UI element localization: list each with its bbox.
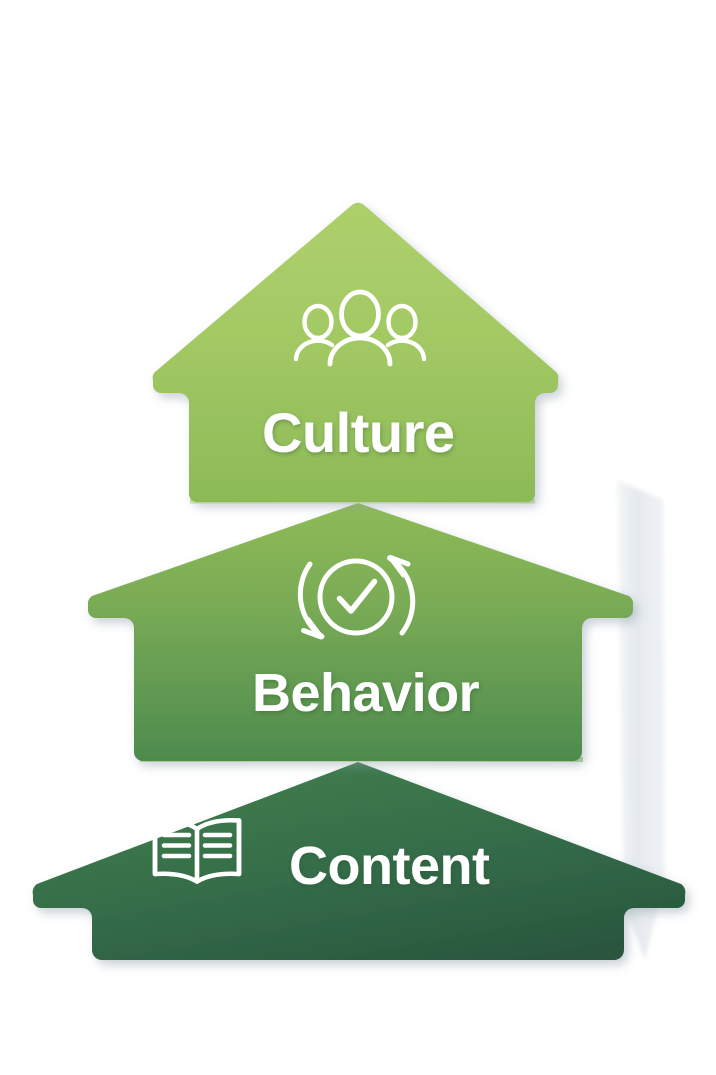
open-book-icon <box>152 817 242 884</box>
culture-arrow-shape <box>152 202 559 502</box>
layer-content[interactable]: Content <box>32 762 686 960</box>
refresh-check-icon <box>297 555 416 640</box>
content-arrow-shape <box>32 762 686 960</box>
layer-behavior[interactable]: Behavior <box>87 503 634 761</box>
people-group-icon <box>293 289 427 367</box>
content-label: Content <box>289 836 490 896</box>
layer-culture[interactable]: Culture <box>152 202 559 502</box>
behavior-label: Behavior <box>252 663 480 723</box>
culture-label: Culture <box>262 401 455 464</box>
